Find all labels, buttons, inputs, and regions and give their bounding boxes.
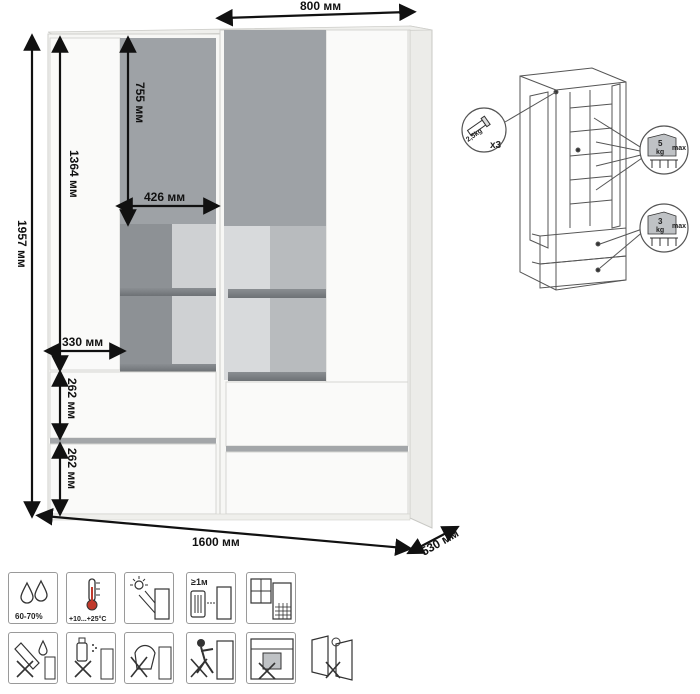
- drawer-load-callout: 3 kg max: [639, 203, 689, 253]
- dim-drawer-upper: 262 мм: [65, 378, 79, 419]
- right-drawer-stripe: [226, 446, 408, 452]
- shelf-load-callout: 5 kg max: [639, 125, 689, 175]
- shelf-load-unit: kg: [656, 149, 664, 156]
- wardrobe: [47, 25, 433, 529]
- dim-line-1600: [35, 508, 413, 556]
- heater-distance-icon: ≥1м: [186, 572, 236, 624]
- side-panel: [409, 25, 433, 529]
- dim-depth: 530 мм: [419, 526, 462, 559]
- temperature-icon: +10...+25°C: [66, 572, 116, 624]
- distance-label: ≥1м: [191, 577, 208, 587]
- shelf-pin-icon: [466, 115, 491, 137]
- no-climbing-icon: [186, 632, 236, 684]
- shelf-load-value: 5: [658, 139, 663, 148]
- hardware-callout: 2,5kg x3: [461, 107, 507, 153]
- drawer-load-max: max: [672, 223, 686, 230]
- temperature-label: +10...+25°C: [69, 615, 106, 623]
- right-shelf-bottom: [228, 372, 326, 381]
- left-shelf-board: [120, 288, 216, 296]
- drawer-load-value: 3: [658, 217, 663, 226]
- ventilation-icon: [246, 572, 296, 624]
- dim-height-door: 1364 мм: [67, 150, 81, 198]
- no-sunlight-icon: [124, 572, 174, 624]
- no-chemicals-icon: [66, 632, 116, 684]
- plinth: [47, 513, 411, 521]
- weight-icon-2: [647, 211, 677, 235]
- dimensions: [23, 3, 460, 556]
- dim-drawer-lower: 262 мм: [65, 448, 79, 489]
- shelf-load-max: max: [672, 145, 686, 152]
- dim-door-width: 330 мм: [62, 335, 103, 349]
- assembly-inset: [504, 67, 646, 291]
- right-shelf-shadow: [270, 226, 326, 380]
- left-shelf-shadow: [120, 224, 172, 370]
- down-arrows-icon-2: [650, 237, 678, 246]
- dim-width-total: 1600 мм: [192, 535, 240, 549]
- no-wet-cleaning-icon: [8, 632, 58, 684]
- humidity-label: 60-70%: [15, 612, 43, 621]
- dim-line-800: [215, 3, 417, 27]
- right-glass-panel: [224, 30, 326, 226]
- hardware-circle: [461, 107, 507, 153]
- dim-width-top: 800 мм: [300, 0, 341, 13]
- inset-outline: [519, 67, 627, 291]
- no-door-hanging-icon: [306, 632, 356, 684]
- dim-height-total: 1957 мм: [15, 220, 29, 268]
- left-drawer-upper: [49, 371, 217, 439]
- dim-glass-height: 755 мм: [133, 82, 147, 123]
- no-abrasive-icon: [124, 632, 174, 684]
- right-drawer-upper: [225, 381, 409, 447]
- down-arrows-icon: [650, 159, 678, 168]
- no-overload-icon: [246, 632, 296, 684]
- right-drawer-lower: [225, 451, 409, 515]
- left-shelf-bottom: [120, 364, 216, 372]
- dim-line-530: [406, 525, 460, 555]
- weight-icon: [647, 133, 677, 157]
- hardware-count: x3: [490, 140, 502, 151]
- right-shelf-board: [228, 289, 326, 298]
- humidity-icon: 60-70%: [8, 572, 58, 624]
- right-door: [325, 29, 409, 385]
- left-drawer-stripe: [50, 438, 216, 444]
- dim-glass-width: 426 мм: [144, 190, 185, 204]
- left-drawer-lower: [49, 443, 217, 515]
- drawer-load-unit: kg: [656, 227, 664, 234]
